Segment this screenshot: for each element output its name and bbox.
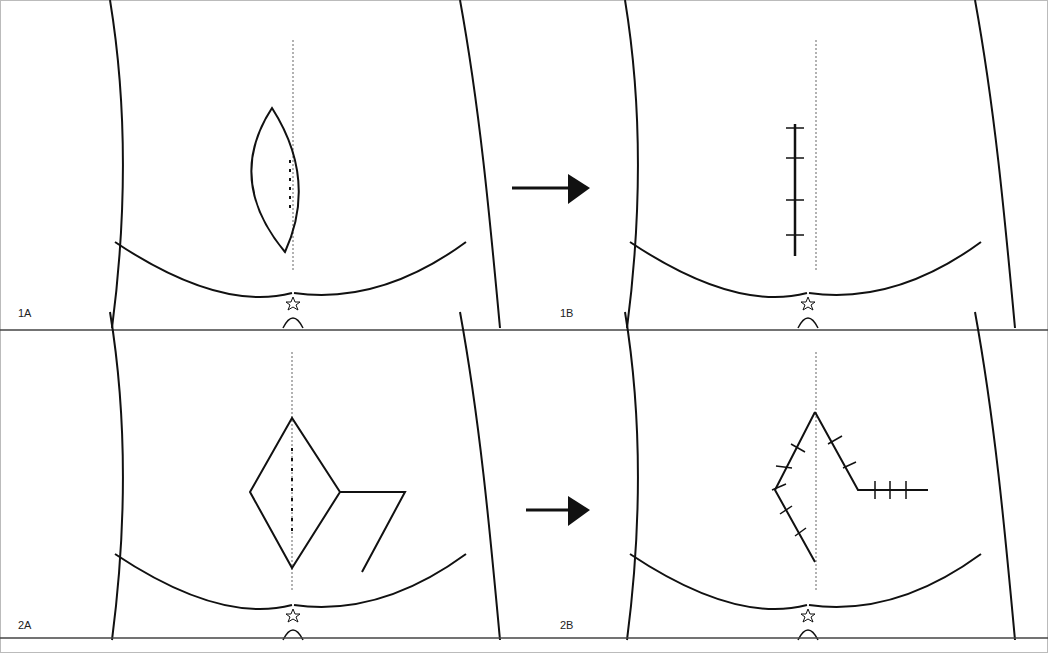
- panel-label: 2A: [18, 620, 31, 631]
- panel-label: 1A: [18, 308, 31, 319]
- panel-label: 2B: [560, 620, 573, 631]
- panel-label: 1B: [560, 308, 573, 319]
